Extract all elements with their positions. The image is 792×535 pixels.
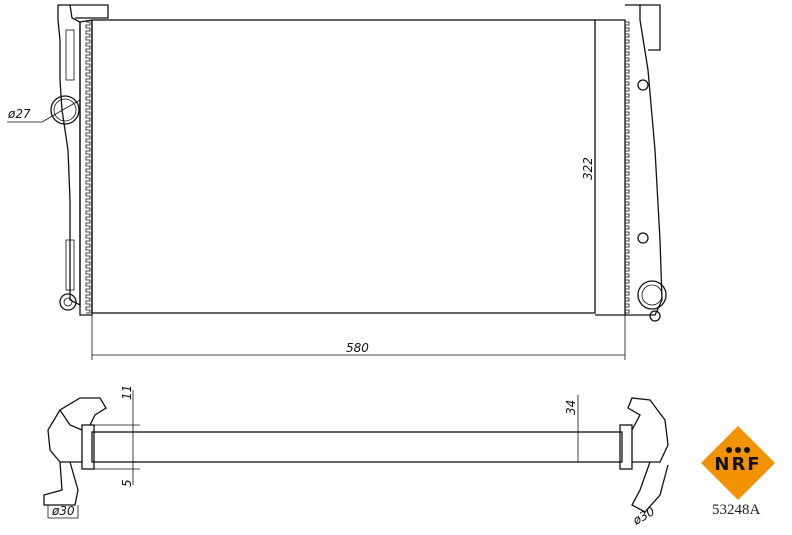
right-top-mount [640, 4, 661, 51]
left-lower-pipe [47, 409, 82, 463]
inlet-diameter-label: ø27 [7, 107, 31, 121]
bottom-offset-label: 5 [120, 479, 134, 487]
right-outlet-circle [637, 280, 667, 310]
width-dimension-label: 580 [346, 341, 369, 355]
left-inlet-circle [50, 95, 80, 125]
left-outlet-pipe [43, 461, 79, 506]
side-left-tank [81, 424, 95, 470]
left-top-mount [70, 4, 109, 19]
fin-teeth [85, 21, 91, 314]
left-pipe-dimension [47, 505, 79, 519]
right-outlet-pipe [631, 461, 669, 513]
side-right-tank [619, 424, 633, 470]
radiator-core [91, 19, 596, 314]
right-mount-bolt-top [637, 79, 649, 91]
part-number: 53248A [712, 502, 761, 518]
right-tank-fins [624, 21, 630, 314]
top-offset-label: 11 [120, 385, 134, 400]
left-bracket [57, 4, 81, 307]
inlet-leader-line [7, 99, 81, 123]
right-pipe [627, 397, 669, 463]
height-dimension-label: 322 [581, 157, 595, 180]
right-tank [595, 19, 626, 316]
left-drain-plug [59, 293, 77, 311]
left-upper-pipe [59, 397, 107, 431]
offset-dimension-lines [92, 390, 140, 485]
right-pipe-diameter-label: ø30 [630, 504, 658, 528]
side-view: 11 5 34 ø30 ø30 [43, 385, 669, 528]
logo-text: NRF [714, 454, 761, 475]
width-dimension-line [91, 315, 626, 360]
logo-diamond [701, 426, 775, 500]
right-drain-plug [649, 310, 661, 322]
left-pipe-diameter-label: ø30 [51, 504, 75, 518]
nrf-logo: NRF [701, 426, 775, 500]
left-tank-fins [85, 21, 91, 314]
right-mount-bolt-bottom [637, 232, 649, 244]
side-core [91, 431, 623, 463]
front-view: ø27 580 322 [7, 4, 667, 360]
right-bracket [625, 4, 663, 316]
core-depth-label: 34 [564, 400, 578, 415]
fin-teeth [624, 21, 630, 314]
